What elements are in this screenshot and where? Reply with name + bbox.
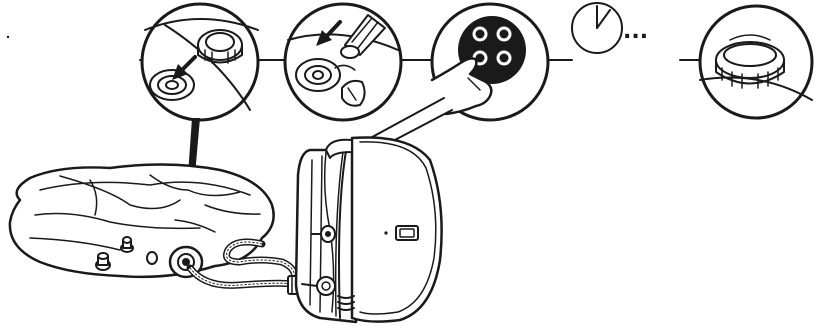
bag-valve-small <box>146 251 158 265</box>
step-5-circle <box>698 4 814 120</box>
pump-side-connector <box>311 225 336 243</box>
arrow-into-valve-icon <box>172 55 197 80</box>
finger-press-button-icon <box>430 16 526 116</box>
step-4-clock: ... <box>571 2 648 54</box>
hose-connect-icon <box>287 14 399 107</box>
bag-valve-left <box>95 252 111 271</box>
bag-valve-middle <box>120 236 134 253</box>
step-3-circle <box>430 2 550 122</box>
pump-outlet <box>301 276 336 296</box>
pump-control-panel <box>384 225 419 241</box>
corrugated-hose <box>186 238 303 295</box>
pump-grille <box>337 295 355 311</box>
step-2-circle <box>283 2 403 122</box>
valve-cap-close-icon <box>699 34 813 101</box>
step-1-circle <box>140 2 260 122</box>
inflatable-bag <box>8 163 275 279</box>
arrow-into-hose-icon <box>316 20 342 46</box>
electric-pump <box>294 136 443 324</box>
wait-ellipsis: ... <box>623 19 648 44</box>
valve-cap-unscrew-icon <box>144 18 259 111</box>
stray-dot <box>6 35 10 39</box>
